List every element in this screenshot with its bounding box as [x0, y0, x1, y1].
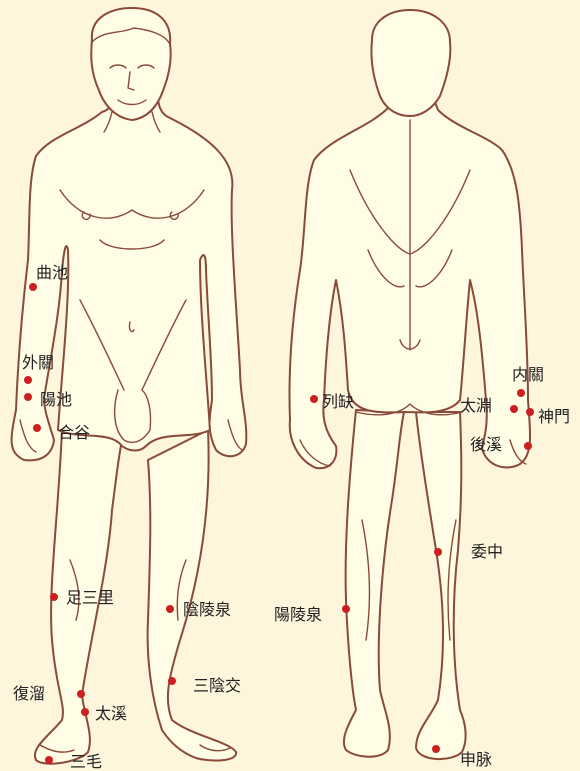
yangchi-label: 陽池 [40, 390, 72, 409]
front-figure [12, 8, 247, 764]
weizhong-point[interactable] [434, 548, 442, 556]
yanglingquan-label: 陽陵泉 [274, 605, 322, 624]
fuliu-point[interactable] [77, 690, 85, 698]
shenmai-point[interactable] [432, 745, 440, 753]
taixi-label: 太溪 [95, 704, 127, 723]
hegu-label: 合谷 [58, 423, 90, 442]
taiyuan-label: 太淵 [460, 396, 492, 415]
weizhong-label: 委中 [471, 542, 503, 561]
shenmen-label: 神門 [538, 407, 570, 426]
sanmao-label: 三毛 [70, 752, 102, 771]
zusanli-point[interactable] [50, 593, 58, 601]
shenmai-label: 申脉 [460, 750, 492, 769]
yangchi-point[interactable] [24, 393, 32, 401]
back-right-leg [416, 412, 466, 759]
back-head [371, 10, 450, 116]
taiyuan-point[interactable] [510, 405, 518, 413]
sanyinjiao-point[interactable] [168, 677, 176, 685]
back-left-leg [344, 410, 404, 757]
fuliu-label: 復溜 [13, 684, 45, 703]
taixi-point[interactable] [81, 708, 89, 716]
yinlingquan-label: 陰陵泉 [183, 600, 231, 619]
quchi-point[interactable] [29, 283, 37, 291]
front-right-leg [148, 430, 236, 760]
hegu-point[interactable] [33, 424, 41, 432]
waiguan-label: 外關 [22, 353, 54, 372]
lieque-label: 列缺 [322, 392, 354, 411]
neiguan-label: 内關 [512, 365, 544, 384]
sanmao-point[interactable] [45, 756, 53, 764]
zusanli-label: 足三里 [66, 588, 114, 607]
waiguan-point[interactable] [24, 376, 32, 384]
lieque-point[interactable] [310, 395, 318, 403]
sanyinjiao-label: 三陰交 [193, 676, 241, 695]
back-figure [289, 10, 530, 759]
neiguan-point[interactable] [517, 389, 525, 397]
quchi-label: 曲池 [36, 263, 68, 282]
shenmen-point[interactable] [526, 408, 534, 416]
houxi-point[interactable] [524, 442, 532, 450]
yanglingquan-point[interactable] [342, 605, 350, 613]
houxi-label: 後溪 [470, 435, 502, 454]
yinlingquan-point[interactable] [166, 605, 174, 613]
